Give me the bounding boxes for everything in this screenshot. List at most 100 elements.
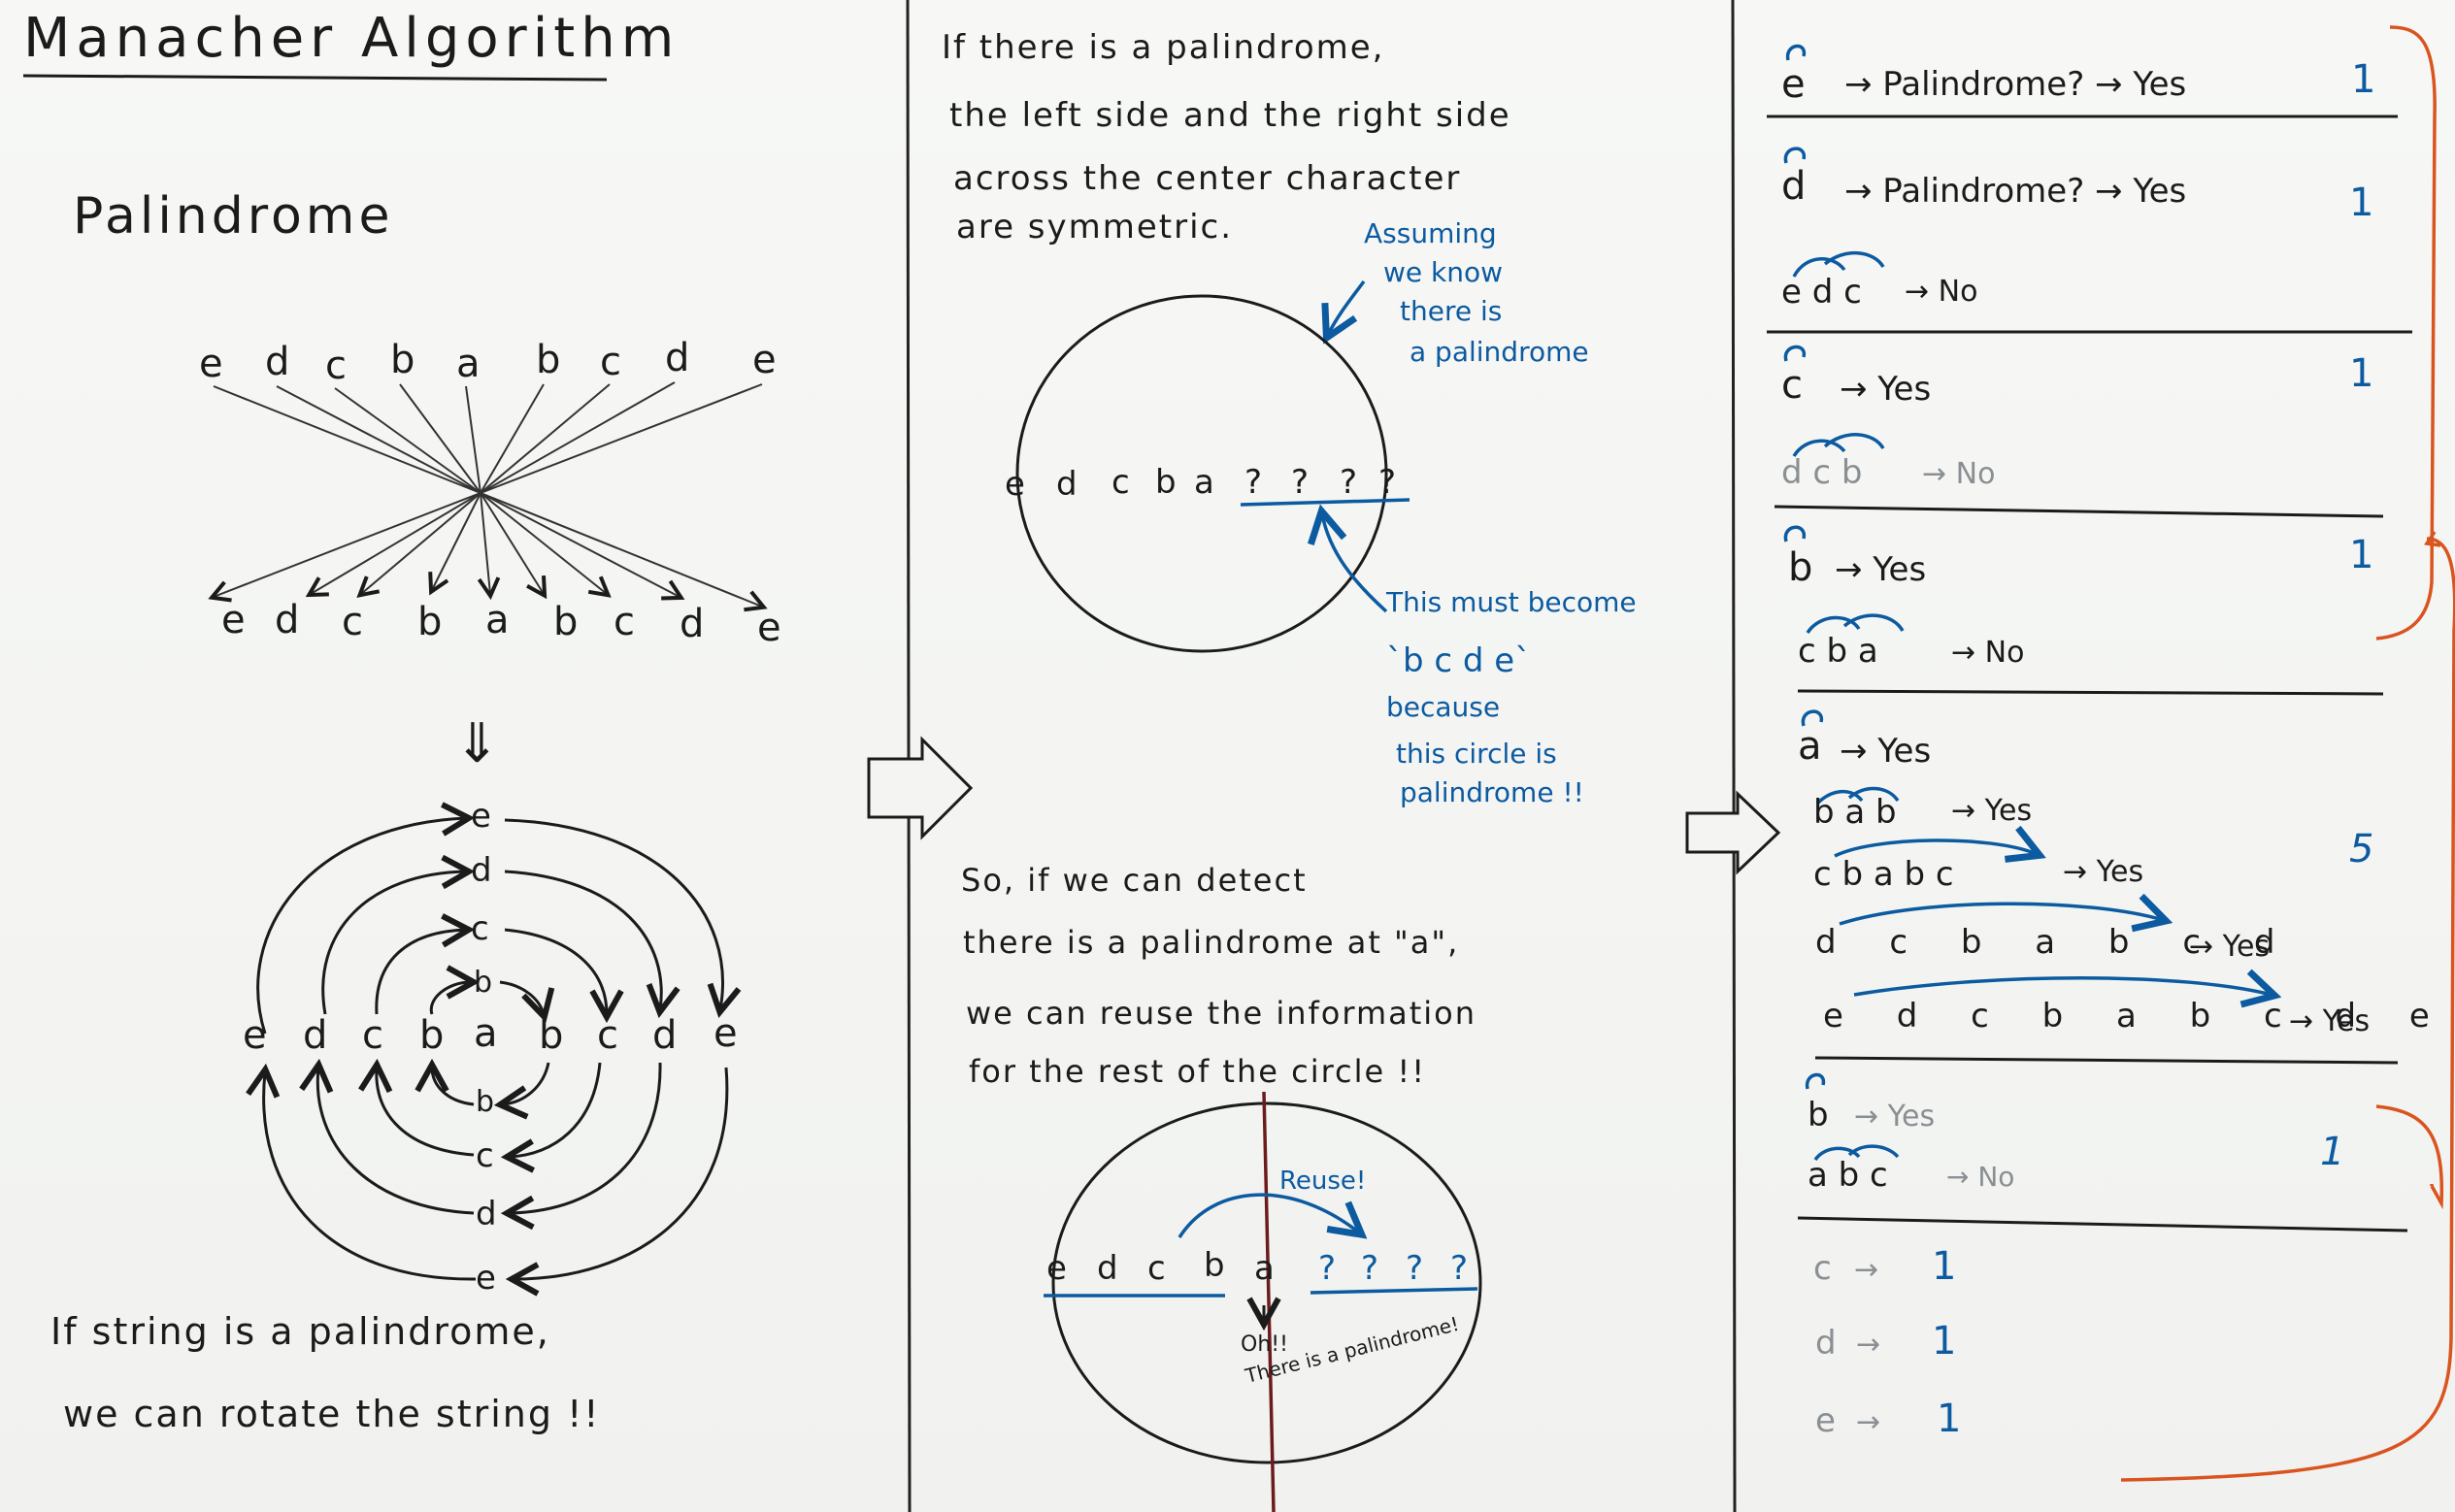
- expand-arrows: [1792, 433, 1885, 458]
- so-text: So, if we can detect there is a palindro…: [961, 862, 1475, 1090]
- r-letters: d: [1815, 1324, 1837, 1363]
- ring-bottom-c: c: [476, 1136, 494, 1175]
- must-note-line: This must become: [1385, 586, 1637, 618]
- self-check-arrow: [1783, 525, 1806, 542]
- r-result: → No: [1922, 457, 1995, 491]
- c2-unknown: ?: [1318, 1249, 1336, 1288]
- r-count: 1: [2351, 57, 2375, 102]
- reversed-letter-row: e d c b a b c d e: [221, 598, 781, 650]
- section-divider: [1814, 1056, 2399, 1065]
- c1-center-a: a: [1194, 463, 1214, 502]
- r-letters: c b a: [1798, 632, 1878, 671]
- r-letters: b a b: [1813, 793, 1897, 832]
- c1-letter: e: [1005, 465, 1025, 504]
- circle1-letters: e d c b a ? ? ? ?: [1005, 463, 1396, 504]
- ring-letter: e: [243, 1013, 267, 1058]
- r-result: → Yes: [1840, 370, 1931, 409]
- ring-letter: d: [652, 1013, 677, 1058]
- r-letters: d c b a b c d: [1815, 923, 2296, 962]
- section-divider: [1797, 1216, 2408, 1233]
- circle-letters: e d c b e d c b a b c d e b c d e: [243, 797, 738, 1298]
- r-result: →: [1854, 1253, 1878, 1287]
- r-letters: c b a b c: [1813, 855, 1954, 894]
- reversed-letter: b: [417, 600, 442, 644]
- transition-arrow-right: [1685, 790, 1781, 875]
- c1-letter: d: [1056, 465, 1078, 504]
- r-letters: e: [1815, 1401, 1836, 1440]
- circle2-letters: e d c b a ? ? ? ?: [1046, 1246, 1468, 1288]
- r-result: → Yes: [2189, 930, 2270, 964]
- r-result: → Yes: [2063, 855, 2143, 889]
- c1-letter: c: [1111, 463, 1130, 502]
- must-note: This must become `b c d e` because this …: [1385, 586, 1637, 808]
- r-letters: e d c b a b c d e: [1823, 997, 2451, 1035]
- r-value: 1: [1932, 1244, 1956, 1289]
- r-letters: d c b: [1781, 453, 1862, 492]
- must-note-line: because: [1386, 691, 1500, 723]
- top-letter: d: [665, 336, 689, 380]
- rotation-circles: [258, 818, 727, 1279]
- r-result: → Palindrome? → Yes: [1844, 65, 2186, 104]
- down-arrow: ⇓: [454, 712, 500, 775]
- expand-arrows: [1792, 250, 1885, 278]
- reuse-label: Reuse!: [1279, 1167, 1366, 1196]
- expand-arrows: [1834, 840, 2037, 856]
- c2-unknown: ?: [1361, 1249, 1378, 1288]
- c2-right-underline: [1310, 1287, 1478, 1295]
- must-note-line: `b c d e`: [1386, 641, 1531, 680]
- top-letter: e: [199, 342, 223, 386]
- c2-letter: b: [1204, 1246, 1225, 1285]
- reversed-letter: b: [553, 600, 578, 644]
- reversed-letter: c: [342, 600, 363, 644]
- ring-bottom-d: d: [476, 1195, 497, 1233]
- c2-letter: e: [1046, 1249, 1067, 1288]
- reuse-arrow: [1178, 1193, 1359, 1237]
- must-note-line: this circle is: [1396, 738, 1557, 770]
- left-heading: Palindrome: [73, 187, 393, 246]
- self-check-arrow: [1801, 709, 1823, 727]
- ring-letter: b: [419, 1013, 444, 1058]
- top-letter: b: [536, 338, 560, 382]
- top-letter: c: [325, 344, 347, 388]
- r-result: → Yes: [1854, 1100, 1935, 1134]
- r-result: → Yes: [1951, 794, 2032, 828]
- c1-unknown-underline: [1240, 498, 1410, 507]
- r-letters: c: [1781, 363, 1803, 408]
- left-caption-line2: we can rotate the string !!: [63, 1393, 601, 1435]
- ring-letter: d: [303, 1013, 327, 1058]
- ring-top-d: d: [471, 851, 492, 890]
- top-letter: b: [390, 338, 415, 382]
- r-result: → Yes: [1840, 732, 1931, 771]
- ring-top-b: b: [474, 966, 492, 1000]
- c1-unknown: ?: [1244, 463, 1262, 502]
- assume-note-line: there is: [1400, 295, 1502, 327]
- top-letter-row: e d c b a b c d e: [199, 336, 777, 388]
- ring-bottom-b: b: [476, 1085, 494, 1119]
- divider-right: [1731, 0, 1737, 1512]
- expand-arrows: [1806, 613, 1905, 635]
- divider-left: [906, 0, 912, 1512]
- intro-line: are symmetric.: [956, 208, 1233, 247]
- reversed-letter: c: [614, 600, 635, 644]
- c1-unknown: ?: [1378, 463, 1396, 502]
- r-result: → No: [1905, 275, 1977, 309]
- top-letter: a: [456, 342, 481, 386]
- r-letters: c: [1813, 1249, 1832, 1288]
- r-count: 1: [2349, 351, 2373, 396]
- reversed-letter: d: [275, 598, 299, 642]
- assume-note: Assuming we know there is a palindrome: [1328, 217, 1589, 368]
- r-count: 5: [2349, 827, 2373, 871]
- assume-note-line: a palindrome: [1410, 336, 1589, 368]
- c1-letter: b: [1155, 463, 1177, 502]
- r-value: 1: [1937, 1397, 1961, 1441]
- expand-arrows: [1853, 978, 2272, 995]
- top-letter: d: [265, 340, 289, 384]
- top-letter: c: [600, 340, 621, 384]
- board-title: Manacher Algorithm: [23, 7, 680, 70]
- r-result: → No: [1951, 636, 2024, 670]
- self-check-arrow: [1783, 345, 1806, 362]
- ring-letter: c: [597, 1013, 618, 1058]
- r-letters: e d c: [1781, 273, 1862, 312]
